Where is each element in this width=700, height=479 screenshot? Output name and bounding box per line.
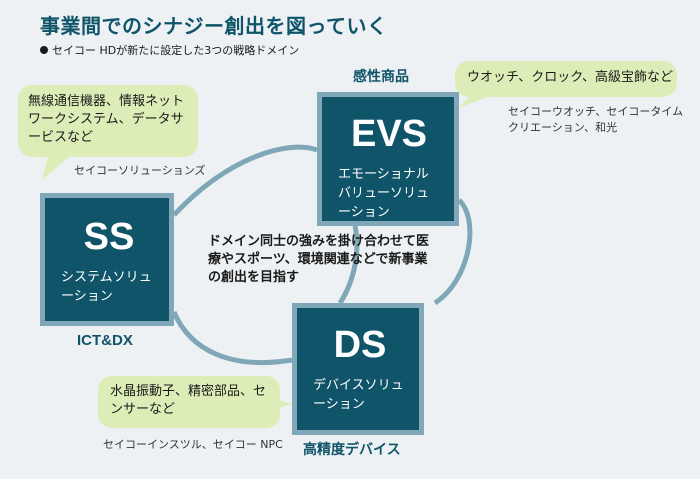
domain-label-ss: ICT&DX (77, 332, 133, 349)
unit-box-evs: EVS エモーショナルバリューソリューション (317, 92, 459, 226)
companies-ds: セイコーインスツル、セイコー NPC (103, 438, 283, 451)
unit-name-ss: システムソリューション (61, 270, 152, 304)
unit-abbr-ss: SS (83, 216, 135, 258)
unit-box-ds: DS デバイスソリューション (292, 303, 424, 435)
connection-ring-inner (337, 225, 360, 305)
companies-ss: セイコーソリューションズ (74, 164, 206, 177)
unit-name-ds: デバイスソリューション (313, 378, 404, 412)
products-bubble-ds: 水晶振動子、精密部品、センサーなど (98, 376, 280, 428)
subtitle-text: セイコー HDが新たに設定した3つの戦略ドメイン (52, 44, 300, 57)
products-bubble-ss: 無線通信機器、情報ネットワークシステム、データサービスなど (18, 85, 198, 157)
synergy-message: ドメイン同士の強みを掛け合わせて医療やスポーツ、環境関連などで新事業の創出を目指… (208, 234, 430, 285)
unit-name-evs: エモーショナルバリューソリューション (338, 167, 430, 220)
unit-abbr-evs: EVS (350, 113, 428, 155)
unit-abbr-ds: DS (333, 324, 387, 366)
connection-ring (171, 144, 473, 366)
bubble-tail-ss (42, 156, 70, 180)
bubble-tail-evs (458, 96, 490, 108)
unit-box-ss: SS システムソリューション (40, 193, 174, 326)
companies-evs: セイコーウオッチ、セイコータイムクリエーション、和光 (508, 105, 684, 134)
page-title: 事業間でのシナジー創出を図っていく (40, 14, 388, 38)
bullet-icon (40, 46, 48, 54)
page-subtitle: セイコー HDが新たに設定した3つの戦略ドメイン (40, 42, 299, 58)
domain-label-evs: 感性商品 (353, 69, 409, 85)
products-bubble-evs: ウオッチ、クロック、高級宝飾など (455, 61, 677, 97)
domain-label-ds: 高精度デバイス (303, 442, 401, 458)
